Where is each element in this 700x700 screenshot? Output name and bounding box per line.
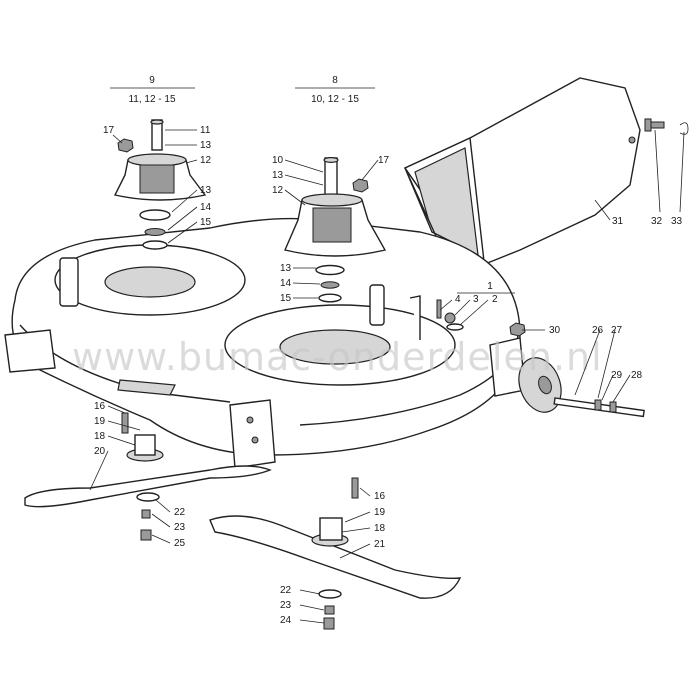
leader-lines [89,87,685,624]
part-label-18: 18 [94,431,106,442]
part-label-21: 21 [374,539,386,550]
part-label-31: 31 [612,216,624,227]
part-label-32: 32 [651,216,663,227]
mower-deck-housing [11,217,521,456]
tensioner-hardware [409,295,526,340]
part-label-30: 30 [549,325,561,336]
part-label-17: 17 [378,155,390,166]
group-1-number: 1 [487,281,493,292]
part-label-14: 14 [280,278,292,289]
part-labels: 17 11 13 12 13 14 15 10 13 12 17 13 14 1… [94,125,683,626]
part-label-4: 4 [455,294,461,305]
part-label-15: 15 [280,293,292,304]
part-label-23: 23 [174,522,186,533]
part-label-10: 10 [272,155,284,166]
part-label-17: 17 [103,125,115,136]
group-8-number: 8 [332,75,338,86]
part-label-12: 12 [272,185,284,196]
part-label-24: 24 [280,615,292,626]
part-label-20: 20 [94,446,106,457]
part-label-13: 13 [280,263,292,274]
part-label-22: 22 [280,585,292,596]
part-label-19: 19 [94,416,106,427]
part-label-16: 16 [94,401,106,412]
part-label-13: 13 [200,140,212,151]
part-label-3: 3 [473,294,479,305]
discharge-chute [403,77,641,271]
blade-left [24,412,272,541]
gauge-wheel [518,357,645,418]
spindle-assembly-center [284,157,387,303]
part-label-23: 23 [280,600,292,611]
group-8-members: 10, 12 - 15 [311,94,359,105]
part-label-28: 28 [631,370,643,381]
part-label-14: 14 [200,202,212,213]
part-label-18: 18 [374,523,386,534]
part-label-25: 25 [174,538,186,549]
part-label-13: 13 [272,170,284,181]
group-labels: 9 11, 12 - 15 8 10, 12 - 15 1 [128,75,493,292]
part-label-13: 13 [200,185,212,196]
part-label-33: 33 [671,216,683,227]
part-label-19: 19 [374,507,386,518]
part-label-27: 27 [611,325,623,336]
group-9-number: 9 [149,75,155,86]
blade-right [209,477,462,630]
part-label-29: 29 [611,370,623,381]
part-label-12: 12 [200,155,212,166]
part-label-16: 16 [374,491,386,502]
spindle-assembly-left [113,119,207,250]
part-label-2: 2 [492,294,498,305]
part-label-26: 26 [592,325,604,336]
watermark-text: www.bumac-onderdelen.nl [72,335,603,379]
part-label-11: 11 [200,125,211,136]
group-9-members: 11, 12 - 15 [128,94,176,105]
part-label-15: 15 [200,217,212,228]
part-label-22: 22 [174,507,186,518]
chute-fasteners [644,118,689,135]
